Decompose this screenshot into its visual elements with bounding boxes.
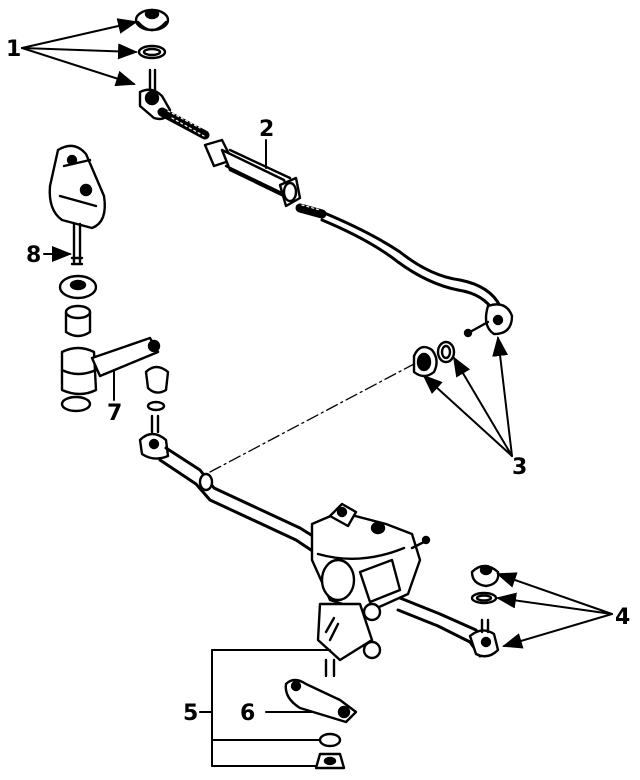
- idler-arm-part: [60, 336, 170, 413]
- callout-2: 2: [259, 117, 274, 142]
- idler-bushing-part: [58, 274, 98, 338]
- idler-arm-bracket-part: [48, 144, 106, 266]
- callout-1: 1: [6, 37, 21, 62]
- center-link-part: [138, 414, 334, 562]
- callout-8: 8: [26, 243, 41, 268]
- ball-joint-boot-part: [412, 340, 456, 378]
- adjuster-sleeve-part: [203, 138, 302, 208]
- callout-7: 7: [107, 401, 122, 426]
- callout-5: 5: [183, 701, 198, 726]
- callout-3: 3: [512, 455, 527, 480]
- outer-tie-rod-end-part: [134, 8, 210, 140]
- callout-4: 4: [615, 605, 630, 630]
- pitman-nut-part: [314, 732, 346, 770]
- leader-lines: [21, 18, 613, 767]
- callout-6: 6: [240, 701, 255, 726]
- right-tie-rod-part: [396, 564, 500, 658]
- pitman-arm-part: [284, 678, 358, 724]
- steering-gear-part: [310, 502, 431, 678]
- relay-rod-part: [295, 203, 514, 338]
